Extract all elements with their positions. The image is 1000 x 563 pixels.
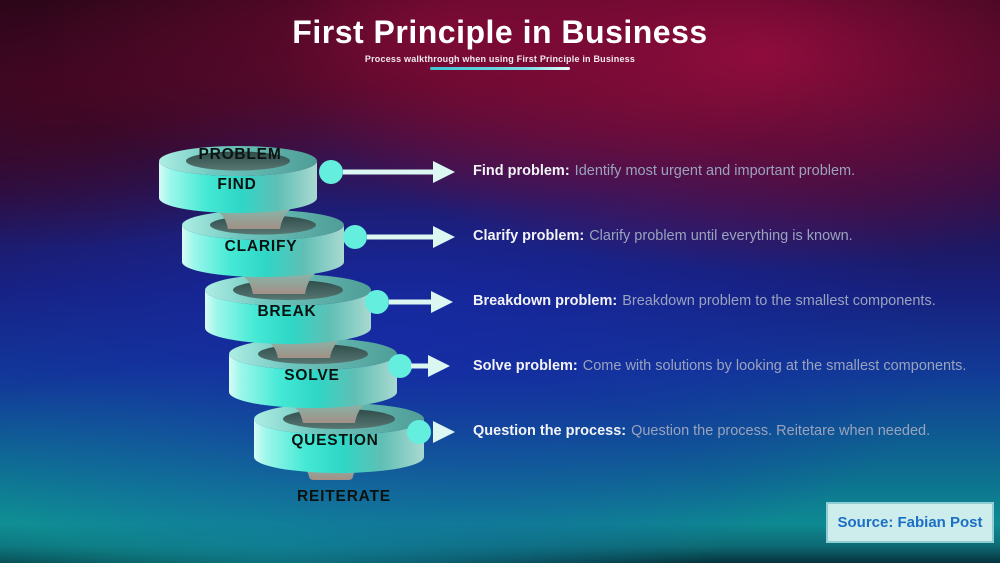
step-description-text: Breakdown problem to the smallest compon… [622,293,936,309]
funnel-stage-clarify [182,210,344,294]
step-description-title: Clarify problem: [473,228,585,244]
arrow-head-icon [433,226,455,248]
arrow-dot-icon [365,290,389,314]
subtitle-underline-decoration [430,67,570,70]
arrow-question [407,420,455,444]
step-description-find: Find problem:Identify most urgent and im… [473,162,993,180]
funnel-band [182,225,344,277]
page-title: First Principle in Business [292,14,708,50]
header: First Principle in Business Process walk… [0,14,1000,70]
arrow-head-icon [433,161,455,183]
step-description-text: Come with solutions by looking at the sm… [582,358,967,374]
funnel-band [159,161,317,213]
stage-label-solve: SOLVE [284,367,339,384]
arrow-head-icon [431,291,453,313]
step-description-title: Breakdown problem: [473,293,618,309]
funnel-hole [186,151,290,171]
funnel-band [229,354,397,408]
arrow-find [319,160,455,184]
step-description-text: Clarify problem until everything is know… [589,228,853,244]
arrow-head-icon [428,355,450,377]
arrow-dot-icon [319,160,343,184]
step-description-clarify: Clarify problem:Clarify problem until ev… [473,227,993,245]
stage-label-find: FIND [217,176,256,193]
source-attribution-box: Source: Fabian Post [826,502,994,543]
funnel-band [254,419,424,473]
stage-label-question: QUESTION [291,432,378,449]
arrow-dot-icon [388,354,412,378]
arrow-break [365,290,453,314]
funnel-stage-find [159,146,317,229]
funnel-top-label: PROBLEM [198,146,281,163]
source-attribution-label: Source: Fabian Post [837,514,983,531]
step-description-text: Question the process. Reitetare when nee… [631,423,931,439]
funnel-stage-break [205,274,371,358]
arrow-dot-icon [343,225,367,249]
arrow-solve [388,354,450,378]
stage-label-break: BREAK [257,303,316,320]
step-description-text: Identify most urgent and important probl… [574,163,856,179]
step-description-question: Question the process:Question the proces… [473,422,993,440]
page-subtitle: Process walkthrough when using First Pri… [364,54,636,64]
step-description-title: Question the process: [473,423,627,439]
step-description-title: Find problem: [473,163,570,179]
arrow-head-icon [433,421,455,443]
step-description-break: Breakdown problem:Breakdown problem to t… [473,292,993,310]
funnel-outcome-label: REITERATE [297,488,391,505]
stage-label-clarify: CLARIFY [225,238,298,255]
step-description-title: Solve problem: [473,358,578,374]
arrow-dot-icon [407,420,431,444]
funnel-stage-question [254,403,424,480]
step-description-solve: Solve problem:Come with solutions by loo… [473,357,993,375]
funnel-band [205,290,371,344]
arrow-clarify [343,225,455,249]
